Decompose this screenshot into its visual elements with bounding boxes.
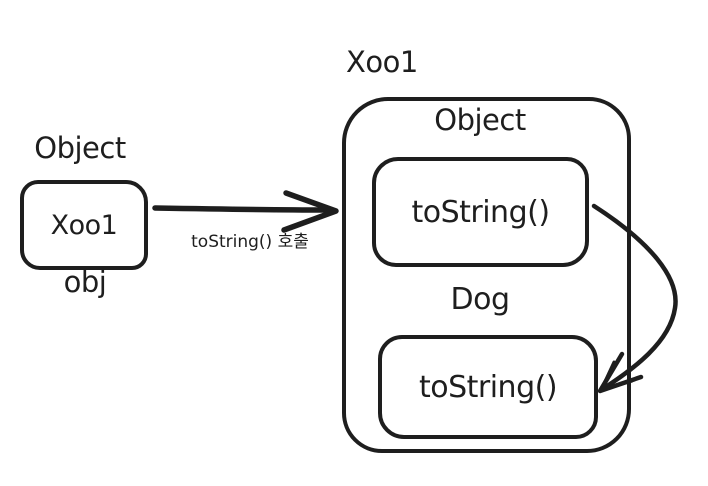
object-tostring-label: toString() <box>411 194 550 230</box>
left-class-label: Object <box>34 131 126 165</box>
left-variable-label: obj <box>63 265 107 299</box>
dog-tostring-label: toString() <box>418 369 558 405</box>
object-tostring-box: toString() <box>372 157 589 267</box>
dog-tostring-box: toString() <box>378 335 598 439</box>
dog-class-label: Dog <box>450 282 511 317</box>
instance-title-label: Xoo1 <box>346 45 418 79</box>
object-class-label: Object <box>434 103 526 137</box>
call-arrow <box>152 190 339 233</box>
call-arrow-label: toString() 호출 <box>191 232 309 252</box>
left-object-box-label: Xoo1 <box>50 209 118 241</box>
left-object-box: Xoo1 <box>20 180 148 270</box>
